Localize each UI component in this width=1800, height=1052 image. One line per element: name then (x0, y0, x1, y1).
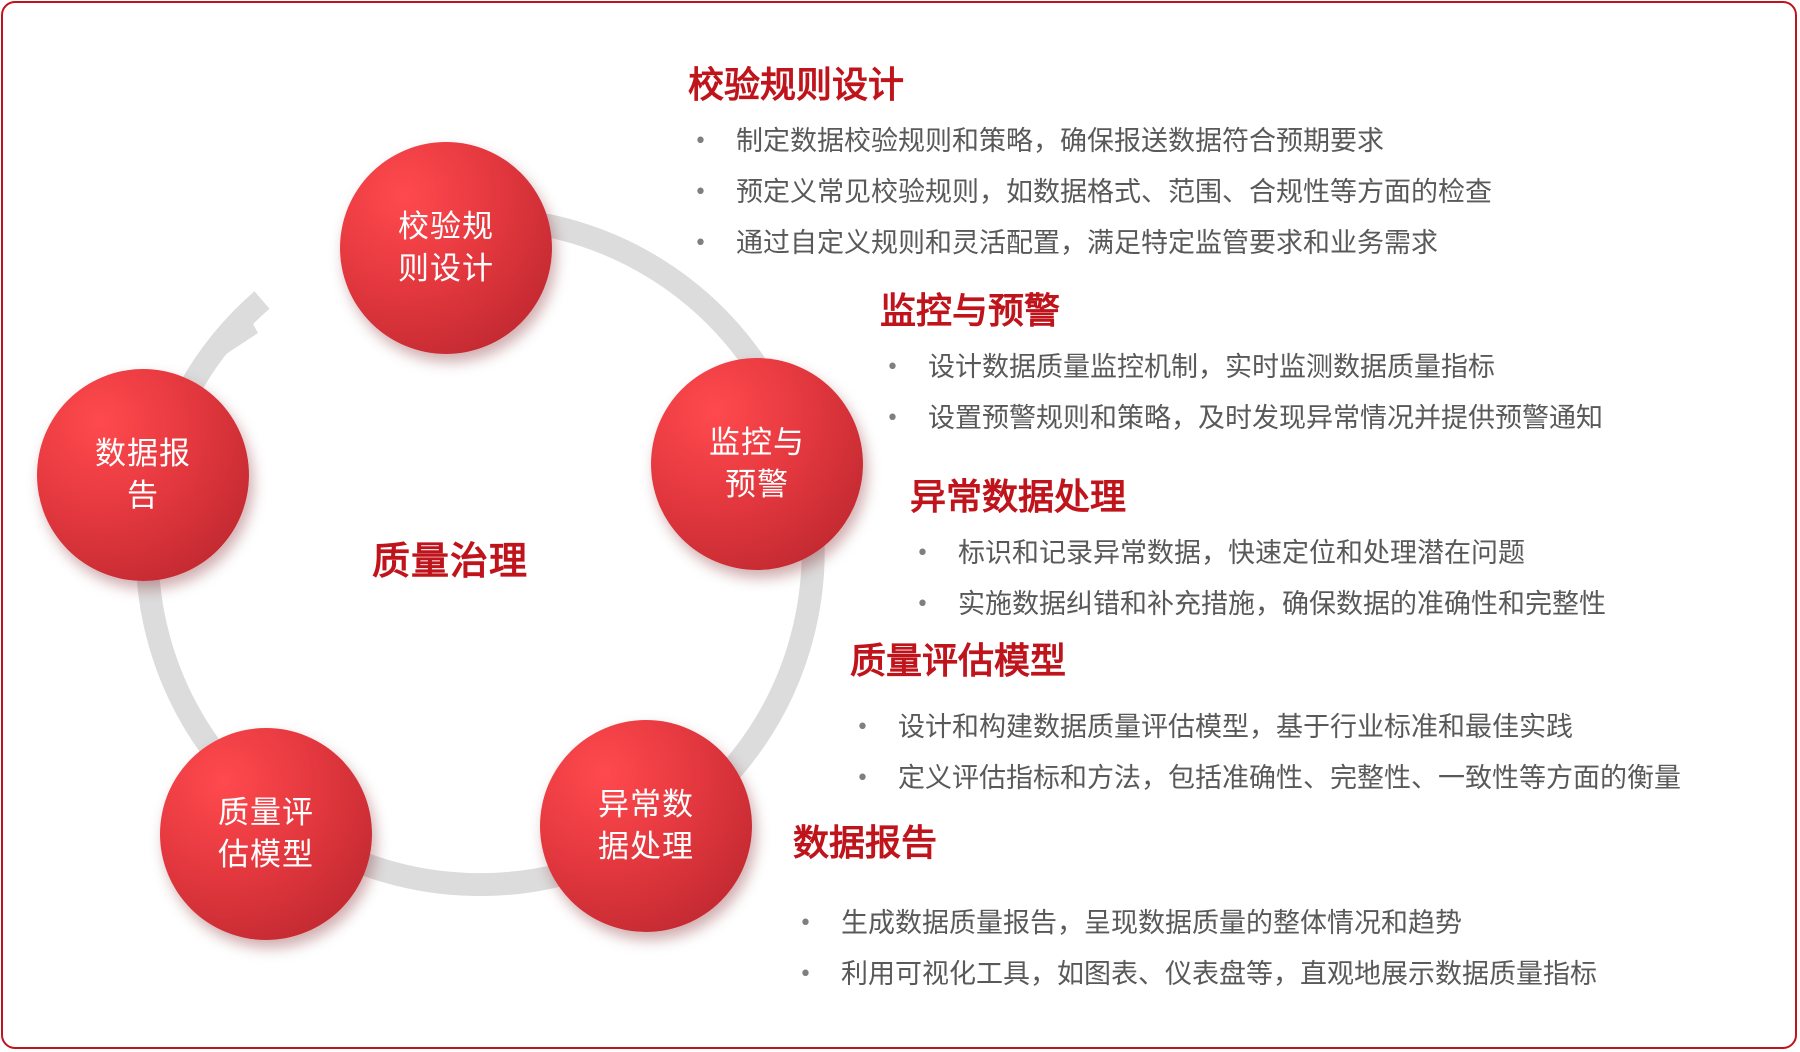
bullet-list: 标识和记录异常数据，快速定位和处理潜在问题 实施数据纠错和补充措施，确保数据的准… (910, 528, 1606, 630)
bullet-item: 生成数据质量报告，呈现数据质量的整体情况和趋势 (793, 898, 1597, 949)
center-title: 质量治理 (371, 539, 528, 583)
bullet-item: 设计和构建数据质量评估模型，基于行业标准和最佳实践 (850, 702, 1681, 753)
section-anomaly-handling: 异常数据处理 标识和记录异常数据，快速定位和处理潜在问题 实施数据纠错和补充措施… (910, 476, 1606, 630)
bullet-item: 标识和记录异常数据，快速定位和处理潜在问题 (910, 528, 1606, 579)
section-title: 监控与预警 (880, 291, 1061, 332)
cycle-arrow-head (214, 311, 258, 362)
node-monitoring-alerts: 监控与 预警 (651, 358, 863, 570)
node-anomaly-handling-line-1: 异常数 (598, 787, 694, 823)
bullet-list: 设计和构建数据质量评估模型，基于行业标准和最佳实践 定义评估指标和方法，包括准确… (850, 702, 1681, 804)
node-anomaly-handling: 异常数 据处理 (540, 720, 752, 932)
node-anomaly-handling-line-2: 据处理 (598, 829, 694, 865)
bullet-item: 利用可视化工具，如图表、仪表盘等，直观地展示数据质量指标 (793, 949, 1597, 1000)
node-data-report-line-2: 告 (127, 478, 159, 514)
section-title: 数据报告 (793, 823, 938, 864)
bullet-item: 通过自定义规则和灵活配置，满足特定监管要求和业务需求 (688, 218, 1492, 269)
node-validation-rules-line-2: 则设计 (398, 251, 494, 287)
section-monitoring-alerts: 监控与预警 设计数据质量监控机制，实时监测数据质量指标 设置预警规则和策略，及时… (880, 290, 1603, 444)
node-quality-model-line-1: 质量评 (218, 795, 314, 831)
section-validation-rules: 校验规则设计 制定数据校验规则和策略，确保报送数据符合预期要求 预定义常见校验规… (688, 64, 1492, 269)
bullet-item: 实施数据纠错和补充措施，确保数据的准确性和完整性 (910, 579, 1606, 630)
bullet-item: 定义评估指标和方法，包括准确性、完整性、一致性等方面的衡量 (850, 753, 1681, 804)
section-title: 异常数据处理 (910, 477, 1127, 518)
bullet-list: 设计数据质量监控机制，实时监测数据质量指标 设置预警规则和策略，及时发现异常情况… (880, 342, 1603, 444)
section-quality-model: 质量评估模型 设计和构建数据质量评估模型，基于行业标准和最佳实践 定义评估指标和… (850, 640, 1681, 804)
node-monitoring-alerts-line-1: 监控与 (709, 425, 805, 461)
section-data-report: 数据报告 生成数据质量报告，呈现数据质量的整体情况和趋势 利用可视化工具，如图表… (793, 822, 1597, 1000)
node-data-report-line-1: 数据报 (95, 436, 191, 472)
node-quality-model: 质量评 估模型 (160, 728, 372, 940)
bullet-item: 设置预警规则和策略，及时发现异常情况并提供预警通知 (880, 393, 1603, 444)
bullet-item: 制定数据校验规则和策略，确保报送数据符合预期要求 (688, 116, 1492, 167)
node-validation-rules-line-1: 校验规 (398, 209, 494, 245)
node-data-report: 数据报 告 (37, 369, 249, 581)
bullet-item: 设计数据质量监控机制，实时监测数据质量指标 (880, 342, 1603, 393)
section-title: 校验规则设计 (688, 65, 905, 106)
bullet-list: 制定数据校验规则和策略，确保报送数据符合预期要求 预定义常见校验规则，如数据格式… (688, 116, 1492, 269)
node-quality-model-line-2: 估模型 (218, 837, 314, 873)
node-validation-rules: 校验规 则设计 (340, 142, 552, 354)
section-title: 质量评估模型 (850, 641, 1067, 682)
bullet-item: 预定义常见校验规则，如数据格式、范围、合规性等方面的检查 (688, 167, 1492, 218)
node-monitoring-alerts-line-2: 预警 (725, 467, 789, 503)
bullet-list: 生成数据质量报告，呈现数据质量的整体情况和趋势 利用可视化工具，如图表、仪表盘等… (793, 898, 1597, 1000)
